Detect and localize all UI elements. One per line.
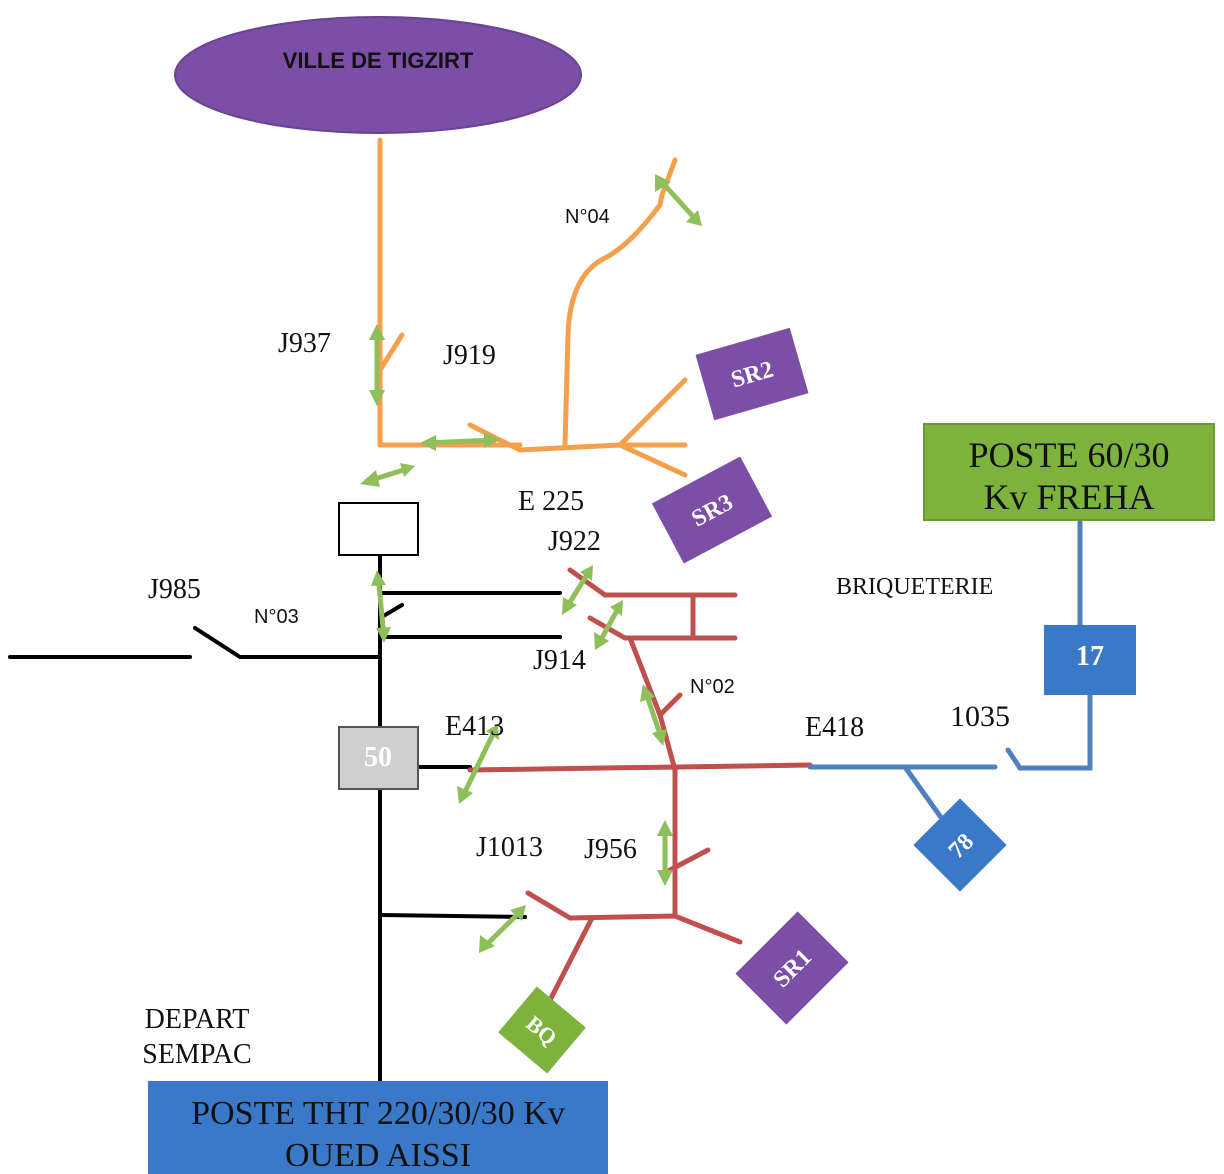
label-j985: J985	[148, 574, 201, 605]
labels: J937 J919 N°04 E 225 J922 J985 N°03 J914…	[142, 206, 1010, 1070]
sr1-node[interactable]: SR1	[735, 911, 849, 1025]
label-n03: N°03	[254, 606, 299, 628]
ville-node[interactable]: VILLE DE TIGZIRT	[174, 16, 582, 134]
blank-box[interactable]	[338, 502, 419, 556]
switch-arrows	[360, 174, 702, 953]
switch-arrow-e413[interactable]	[457, 724, 499, 804]
label-e418: E418	[805, 712, 864, 743]
orange-feeder	[377, 137, 688, 478]
label-j922: J922	[548, 526, 601, 557]
sr3-node[interactable]: SR3	[651, 456, 773, 564]
label-j914: J914	[533, 645, 586, 676]
poste-tht-line2: OUED AISSI	[285, 1137, 471, 1174]
label-j919: J919	[443, 340, 496, 371]
label-j956: J956	[584, 834, 637, 865]
switch-arrow-n02[interactable]	[640, 684, 667, 746]
poste-tht-line1: POSTE THT 220/30/30 Kv	[191, 1095, 565, 1132]
label-j937: J937	[278, 328, 331, 359]
switch-arrow-n03[interactable]	[371, 570, 391, 643]
bq-node[interactable]: BQ	[498, 986, 586, 1074]
node-50-label: 50	[364, 742, 392, 773]
label-e413: E413	[445, 711, 504, 742]
poste-freha-node[interactable]: POSTE 60/30 Kv FREHA	[923, 423, 1215, 521]
label-depart-line1: DEPART	[145, 1004, 250, 1035]
switch-arrow-j1013[interactable]	[479, 905, 526, 953]
black-feeder	[8, 553, 562, 1084]
switch-arrow-top-box[interactable]	[360, 463, 415, 487]
label-depart-line2: SEMPAC	[142, 1039, 251, 1070]
switch-arrow-j937[interactable]	[369, 324, 385, 406]
switch-arrow-n04[interactable]	[655, 174, 702, 226]
switch-arrow-j956[interactable]	[657, 820, 673, 886]
label-e225: E 225	[518, 486, 584, 517]
node-50[interactable]: 50	[338, 726, 419, 790]
label-briqueterie: BRIQUETERIE	[836, 574, 993, 600]
red-feeder	[467, 567, 813, 1013]
poste-freha-line1: POSTE 60/30	[968, 435, 1169, 475]
sr2-node[interactable]: SR2	[695, 327, 809, 421]
poste-freha-line2: Kv FREHA	[983, 477, 1154, 517]
switch-arrow-j914[interactable]	[594, 600, 623, 650]
node-17[interactable]: 17	[1044, 625, 1136, 695]
label-j1013: J1013	[476, 832, 543, 863]
ville-label: VILLE DE TIGZIRT	[283, 48, 474, 73]
switch-arrow-j922[interactable]	[562, 565, 593, 615]
label-n02: N°02	[690, 676, 735, 698]
switch-arrow-orange-junction[interactable]	[420, 432, 500, 451]
node-78[interactable]: 78	[913, 798, 1007, 892]
node-17-label: 17	[1076, 641, 1104, 672]
label-1035: 1035	[950, 700, 1010, 733]
poste-tht-node[interactable]: POSTE THT 220/30/30 Kv OUED AISSI	[148, 1081, 608, 1174]
label-n04: N°04	[565, 206, 610, 228]
